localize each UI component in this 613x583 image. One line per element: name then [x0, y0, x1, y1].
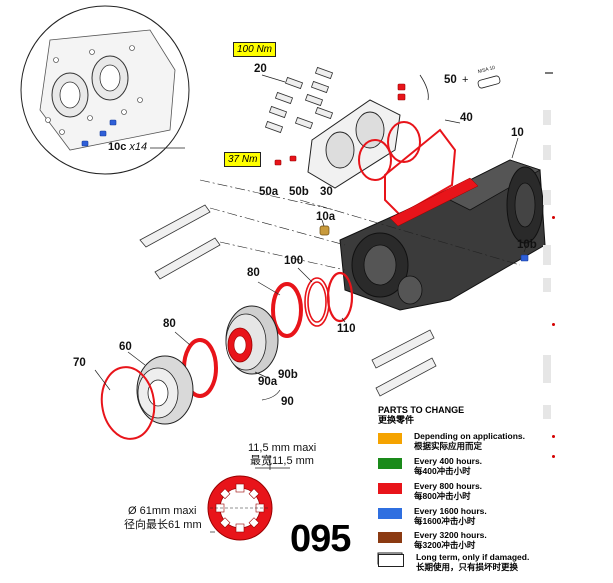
callout-90: 90 [281, 396, 294, 408]
bushing-60 [136, 355, 194, 425]
callout-20: 20 [254, 63, 267, 75]
msa-10-tool-icon [477, 75, 501, 89]
callout-80-upper: 80 [247, 267, 260, 279]
callout-70: 70 [73, 357, 86, 369]
ring-70 [100, 366, 156, 440]
callout-80-lower: 80 [163, 318, 176, 330]
spline-ring-dimension-detail [207, 455, 290, 541]
callout-10c-qty: x14 [129, 141, 148, 153]
callout-90a: 90a [258, 376, 278, 388]
width-label-cn: 最宽11,5 mm [250, 455, 314, 467]
ring-80-upper [271, 282, 303, 338]
legend-item-en: Every 400 hours. [414, 456, 483, 466]
legend-item-en: Every 3200 hours. [414, 530, 487, 540]
legend-item-text: Long term, only if damaged.长期使用，只有损坏时更换 [416, 552, 530, 573]
legend-items: Depending on applications.根据实际应用而定 Every … [378, 431, 548, 573]
tie-rods [139, 204, 437, 397]
legend-swatch [378, 458, 402, 469]
edge-bar [543, 110, 551, 125]
legend-item-cn: 长期使用，只有损坏时更换 [416, 561, 519, 572]
callout-50b: 50b [289, 186, 309, 198]
ring-110 [326, 271, 354, 323]
callout-10c: 10c x14 [108, 141, 148, 153]
legend-title-cn: 更换零件 [378, 415, 415, 426]
callout-50a: 50a [259, 186, 279, 198]
legend-item-text: Every 3200 hours.每3200冲击小时 [414, 530, 487, 551]
diameter-label-cn: 径向最长61 mm [124, 519, 202, 531]
detail-view-10c [20, 5, 190, 175]
legend-item-text: Every 400 hours.每400冲击小时 [414, 456, 483, 477]
legend-swatch [378, 433, 402, 444]
legend-swatch [378, 554, 404, 567]
edge-bar [543, 190, 551, 205]
legend-item: Every 1600 hours.每1600冲击小时 [378, 506, 487, 527]
legend-item: Every 3200 hours.每3200冲击小时 [378, 530, 487, 551]
edge-bar [543, 405, 551, 419]
legend-item-en: Long term, only if damaged. [416, 552, 530, 562]
width-label-en: 11,5 mm maxi [248, 442, 317, 454]
edge-dot [552, 455, 555, 458]
cover-plate-30 [307, 99, 401, 189]
legend-swatch [378, 508, 402, 519]
edge-bar [543, 245, 551, 265]
torque-label-100nm: 100 Nm [233, 42, 277, 57]
legend-item: Every 800 hours.每800冲击小时 [378, 481, 483, 502]
main-body-10 [339, 159, 546, 311]
edge-bar [543, 278, 551, 292]
callout-110: 110 [337, 323, 356, 335]
callout-90b: 90b [278, 369, 298, 381]
callout-30: 30 [320, 186, 333, 198]
legend-item-cn: 根据实际应用而定 [414, 440, 483, 451]
page-number: 095 [290, 518, 351, 560]
torque-label-37nm: 37 Nm [224, 152, 262, 167]
diameter-label-en: Ø 61mm maxi [128, 505, 197, 517]
legend-item-cn: 每3200冲击小时 [414, 539, 476, 550]
edge-bar [543, 355, 551, 383]
legend-item-cn: 每400冲击小时 [414, 465, 471, 476]
legend-item-text: Depending on applications.根据实际应用而定 [414, 431, 525, 452]
legend-item-cn: 每1600冲击小时 [414, 515, 476, 526]
plug-10b-icon [520, 254, 529, 262]
callout-100: 100 [284, 255, 304, 267]
legend-title-en: PARTS TO CHANGE [378, 405, 465, 415]
legend-item-text: Every 1600 hours.每1600冲击小时 [414, 506, 487, 527]
plug-10a-icon [319, 225, 330, 236]
bolts-20 [264, 66, 334, 134]
callout-60: 60 [119, 341, 132, 353]
edge-bar [543, 145, 551, 160]
legend-item: Long term, only if damaged.长期使用，只有损坏时更换 [378, 552, 530, 573]
gear-90 [225, 305, 279, 375]
legend-swatch [378, 532, 402, 543]
callout-10a: 10a [316, 211, 336, 223]
callout-10b: 10b [517, 239, 537, 251]
legend-item-en: Every 800 hours. [414, 481, 483, 491]
edge-dot [552, 323, 555, 326]
plus-sign: + [462, 74, 469, 86]
legend-swatch [378, 483, 402, 494]
legend-item-text: Every 800 hours.每800冲击小时 [414, 481, 483, 502]
callout-40: 40 [460, 112, 473, 124]
edge-dot [552, 435, 555, 438]
ring-100 [304, 277, 330, 327]
blue-plug-icon [81, 119, 117, 147]
parts-legend: PARTS TO CHANGE 更换零件 [378, 405, 548, 426]
seal-40 [358, 121, 457, 217]
legend-item-en: Depending on applications. [414, 431, 525, 441]
legend-item-cn: 每800冲击小时 [414, 490, 471, 501]
legend-item: Depending on applications.根据实际应用而定 [378, 431, 525, 452]
callout-10: 10 [511, 127, 524, 139]
legend-item: Every 400 hours.每400冲击小时 [378, 456, 483, 477]
edge-dot [552, 216, 555, 219]
legend-item-en: Every 1600 hours. [414, 506, 487, 516]
callout-50: 50 [444, 74, 457, 86]
red-plugs-50 [274, 83, 406, 166]
